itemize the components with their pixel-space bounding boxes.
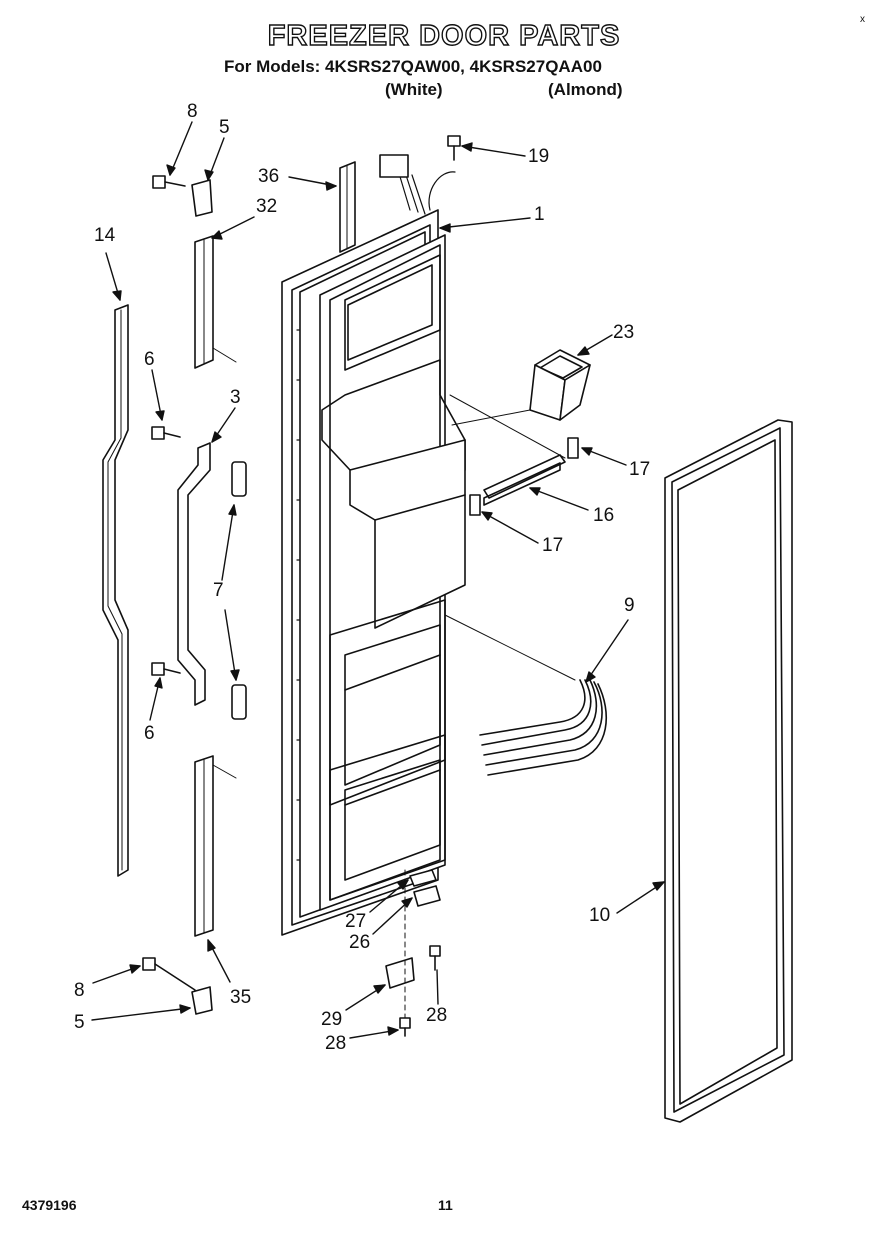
- screw-part-8-top: [152, 175, 186, 189]
- models-line: For Models: 4KSRS27QAW00, 4KSRS27QAA00: [224, 57, 602, 76]
- trim-part-32: [194, 235, 237, 369]
- callout-16: 16: [593, 505, 615, 526]
- callout-17-top: 17: [629, 459, 651, 480]
- hinge-part-29: [385, 957, 415, 989]
- bracket-part-5-bottom: [191, 986, 213, 1015]
- rail-part-9: [444, 614, 608, 776]
- callout-6-bottom: 6: [144, 723, 155, 744]
- callout-32: 32: [256, 196, 278, 217]
- page-title: FREEZER DOOR PARTS: [267, 19, 621, 52]
- callout-27: 27: [345, 911, 367, 932]
- corner-mark: x: [860, 14, 865, 25]
- callout-36: 36: [258, 166, 280, 187]
- screw-part-28-bottom: [399, 1017, 411, 1037]
- screw-part-6-bottom: [151, 662, 181, 676]
- screw-part-19: [447, 135, 461, 161]
- callout-9: 9: [624, 595, 635, 616]
- gasket-part-10: [664, 419, 793, 1123]
- cap-part-17-top: [567, 437, 579, 459]
- callout-28-right: 28: [426, 1005, 448, 1026]
- callout-1: 1: [534, 204, 545, 225]
- handle-part-3: [177, 442, 211, 706]
- callout-10: 10: [589, 905, 611, 926]
- callout-6-top: 6: [144, 349, 155, 370]
- callout-23: 23: [613, 322, 635, 343]
- bracket-part-5-top: [191, 179, 213, 217]
- screw-part-6-top: [151, 426, 181, 440]
- callout-8-bottom: 8: [74, 980, 85, 1001]
- callout-5-top: 5: [219, 117, 230, 138]
- cap-part-7-bottom: [231, 684, 247, 720]
- hinge-part-27: [409, 869, 437, 887]
- page-number: 11: [438, 1197, 453, 1213]
- screw-part-28-right: [429, 945, 441, 971]
- callout-35: 35: [230, 987, 252, 1008]
- strip-part-14: [102, 304, 129, 877]
- callout-7: 7: [213, 580, 224, 601]
- callout-5-bottom: 5: [74, 1012, 85, 1033]
- screw-part-8-bottom: [142, 957, 196, 991]
- color-label-almond: (Almond): [548, 80, 623, 99]
- callout-14: 14: [94, 225, 116, 246]
- cap-part-17-bottom: [469, 494, 481, 516]
- color-label-white: (White): [385, 80, 443, 99]
- hinge-part-26: [413, 885, 441, 907]
- leader-lines: [91, 121, 665, 1039]
- chute-part-23: [451, 349, 591, 426]
- callout-3: 3: [230, 387, 241, 408]
- door-liner-part-1: [281, 154, 466, 936]
- cap-part-7-top: [231, 461, 247, 497]
- callout-28-bottom: 28: [325, 1033, 347, 1054]
- callout-17-bottom: 17: [542, 535, 564, 556]
- callout-29: 29: [321, 1009, 343, 1030]
- callout-8-top: 8: [187, 101, 198, 122]
- trim-part-35: [194, 755, 237, 937]
- document-number: 4379196: [22, 1197, 77, 1213]
- trim-part-36: [339, 161, 356, 253]
- bar-part-16: [449, 394, 566, 506]
- callout-19: 19: [528, 146, 550, 167]
- callout-26: 26: [349, 932, 371, 953]
